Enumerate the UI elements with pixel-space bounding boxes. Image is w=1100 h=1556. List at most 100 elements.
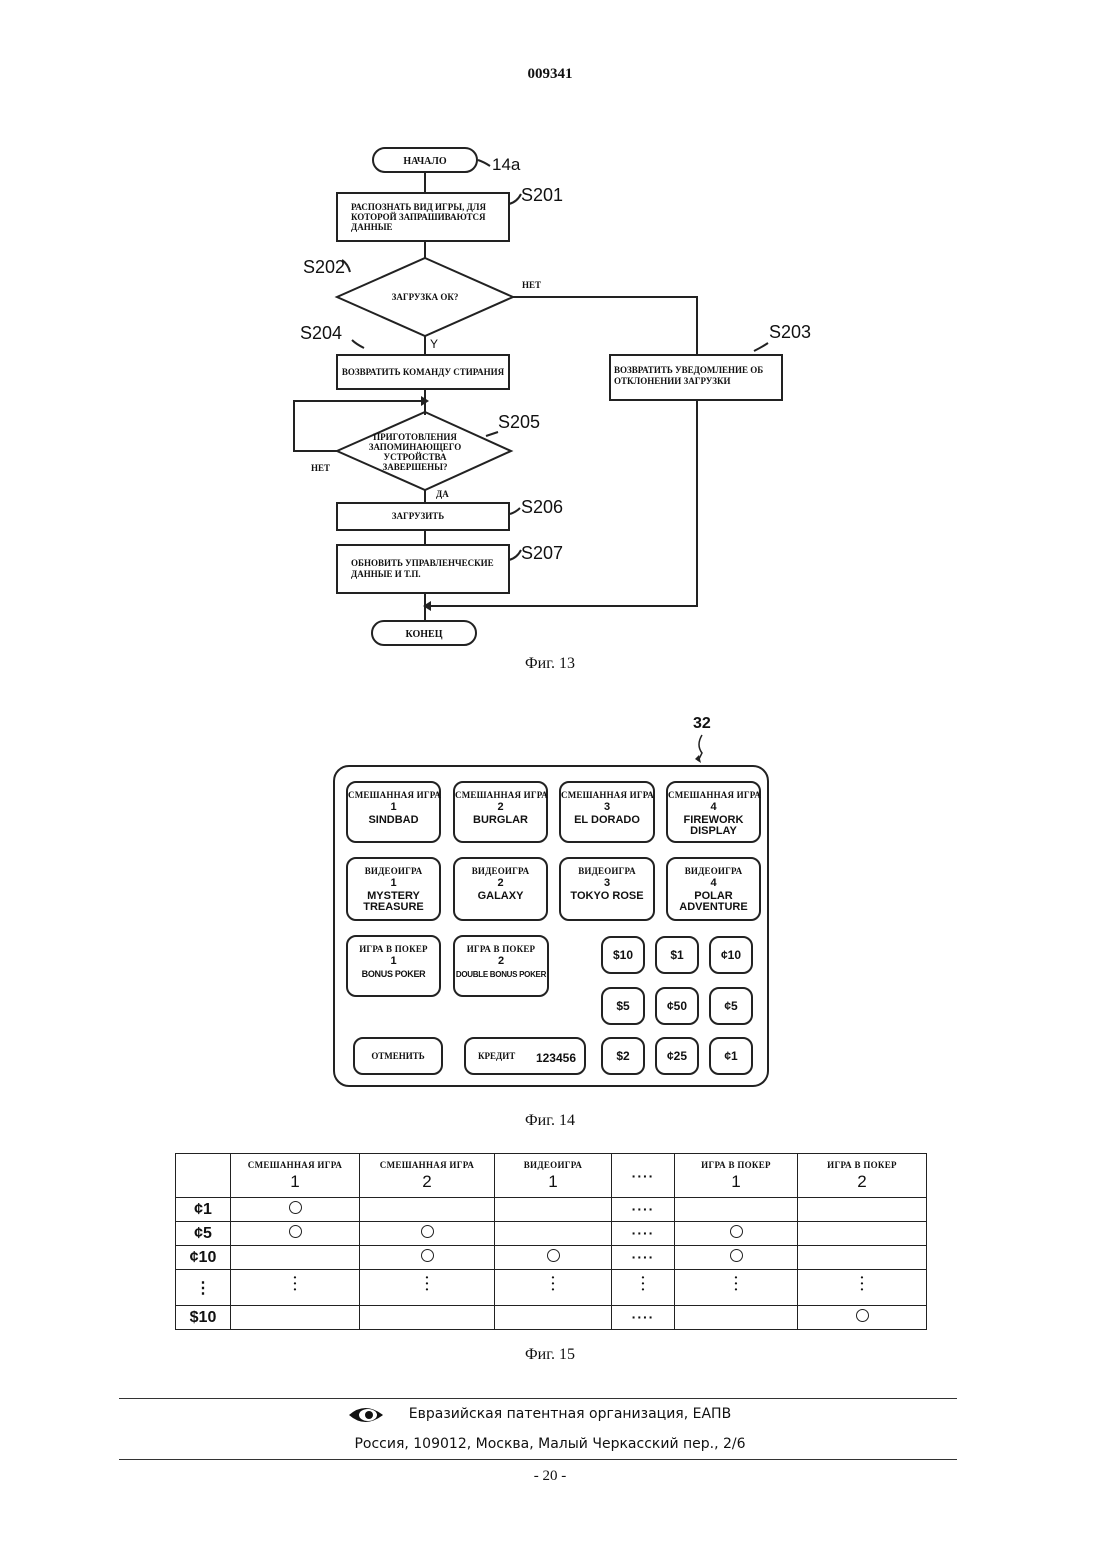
video-game-3-number: 3 [561,877,653,889]
denomination-button[interactable]: $5 [601,987,645,1025]
table-row: $10 ···· [176,1306,927,1330]
table-row: ¢1···· [176,1198,927,1222]
video-game-3-name: TOKYO ROSE [561,891,653,902]
table-cell: ···· [612,1246,675,1270]
header-number: 1 [495,1172,611,1192]
table-cell [495,1222,612,1246]
mixed-game-2-number: 2 [455,801,546,813]
denomination-button[interactable]: ¢10 [709,936,753,974]
poker-game-2-button[interactable]: ИГРА В ПОКЕР 2 DOUBLE BONUS POKER [453,935,549,997]
mixed-game-3-category: СМЕШАННАЯ ИГРА [561,790,653,800]
mixed-game-3-button[interactable]: СМЕШАННАЯ ИГРА 3 EL DORADO [559,781,655,843]
s205-text-line4: ЗАВЕРШЕНЫ? [383,462,448,472]
vertical-ellipsis-mark: ··· [860,1276,865,1294]
fig14-caption: Фиг. 14 [0,1112,1100,1130]
s202-text: ЗАГРУЗКА ОК? [392,292,459,302]
s203-label: S203 [769,322,811,342]
mixed-game-4-category: СМЕШАННАЯ ИГРА [668,790,759,800]
table-header-cell: ···· [612,1154,675,1198]
mixed-game-1-button[interactable]: СМЕШАННАЯ ИГРА 1 SINDBAD [346,781,441,843]
table-header-cell: СМЕШАННАЯ ИГРА1 [231,1154,360,1198]
video-game-2-category: ВИДЕОИГРА [455,866,546,876]
ellipsis-mark: ···· [632,1249,655,1265]
video-game-1-category: ВИДЕОИГРА [348,866,439,876]
table-cell [231,1222,360,1246]
availability-circle-icon [421,1249,434,1262]
poker-game-1-number: 1 [348,955,439,967]
footer-org: Евразийская патентная организация, ЕАПВ [0,1406,1100,1422]
header-category: ВИДЕОИГРА [495,1160,611,1170]
mixed-game-1-number: 1 [348,801,439,813]
mixed-game-4-name-line2: DISPLAY [668,826,759,837]
s205-text-line2: ЗАПОМИНАЮЩЕГО [369,442,462,452]
s207-label: S207 [521,543,563,563]
denomination-button[interactable]: $2 [601,1037,645,1075]
video-game-2-button[interactable]: ВИДЕОИГРА 2 GALAXY [453,857,548,921]
poker-game-1-name: BONUS POKER [348,969,439,980]
cancel-button[interactable]: ОТМЕНИТЬ [353,1037,443,1075]
table-cell [360,1198,495,1222]
header-number: 1 [675,1172,797,1192]
table-cell [675,1246,798,1270]
header-number: 1 [231,1172,359,1192]
table-body: ¢1····¢5····¢10····⋮··················$1… [176,1198,927,1330]
mixed-game-2-name: BURGLAR [455,815,546,826]
denomination-button[interactable]: ¢1 [709,1037,753,1075]
denomination-button[interactable]: $1 [655,936,699,974]
s206-label: S206 [521,497,563,517]
flowchart-fig13: НАЧАЛО 14a S201 РАСПОЗНАТЬ ВИД ИГРЫ, ДЛЯ… [0,0,1100,680]
s201-text-line1: РАСПОЗНАТЬ ВИД ИГРЫ, ДЛЯ [351,202,486,212]
video-game-1-button[interactable]: ВИДЕОИГРА 1 MYSTERY TREASURE [346,857,441,921]
start-label: НАЧАЛО [403,156,446,167]
ref-14a: 14a [492,155,521,174]
header-number: 2 [360,1172,494,1192]
s207-text-line1: ОБНОВИТЬ УПРАВЛЕНЧЕСКИЕ [351,558,494,568]
video-game-2-name: GALAXY [455,891,546,902]
table-cell: ··· [798,1270,927,1306]
video-game-3-button[interactable]: ВИДЕОИГРА 3 TOKYO ROSE [559,857,655,921]
table-header-cell: ИГРА В ПОКЕР1 [675,1154,798,1198]
availability-circle-icon [856,1309,869,1322]
mixed-game-3-name: EL DORADO [561,815,653,826]
table-cell [798,1198,927,1222]
denomination-button[interactable]: ¢25 [655,1037,699,1075]
s205-label: S205 [498,412,540,432]
s201-text-line3: ДАННЫЕ [351,222,393,232]
ellipsis-mark: ···· [632,1309,655,1325]
mixed-game-3-number: 3 [561,801,653,813]
s203-text-line2: ОТКЛОНЕНИИ ЗАГРУЗКИ [614,376,731,386]
denomination-button[interactable]: ¢5 [709,987,753,1025]
availability-circle-icon [421,1225,434,1238]
table-cell [360,1246,495,1270]
game-selection-panel: СМЕШАННАЯ ИГРА 1 SINDBAD СМЕШАННАЯ ИГРА … [333,765,769,1087]
s202-label: S202 [303,257,345,277]
s205-no: НЕТ [311,463,330,473]
mixed-game-1-category: СМЕШАННАЯ ИГРА [348,790,439,800]
denomination-button[interactable]: $10 [601,936,645,974]
fig15-caption: Фиг. 15 [0,1346,1100,1364]
video-game-4-button[interactable]: ВИДЕОИГРА 4 POLAR ADVENTURE [666,857,761,921]
mixed-game-2-button[interactable]: СМЕШАННАЯ ИГРА 2 BURGLAR [453,781,548,843]
s207-text-line2: ДАННЫЕ И Т.П. [351,569,421,579]
vertical-ellipsis-mark: ··· [641,1276,646,1294]
video-game-4-name-line2: ADVENTURE [668,902,759,913]
mixed-game-1-name: SINDBAD [348,815,439,826]
poker-game-1-category: ИГРА В ПОКЕР [348,944,439,954]
poker-game-1-button[interactable]: ИГРА В ПОКЕР 1 BONUS POKER [346,935,441,997]
fig13-caption: Фиг. 13 [0,655,1100,673]
denomination-button[interactable]: ¢50 [655,987,699,1025]
poker-game-2-name: DOUBLE BONUS POKER [455,969,547,980]
mixed-game-4-button[interactable]: СМЕШАННАЯ ИГРА 4 FIREWORK DISPLAY [666,781,761,843]
row-denomination-label: $10 [176,1306,231,1330]
table-cell [675,1222,798,1246]
s202-yes: Y [430,337,438,351]
row-denomination-label: ¢10 [176,1246,231,1270]
availability-circle-icon [289,1225,302,1238]
footer-address: Россия, 109012, Москва, Малый Черкасский… [0,1436,1100,1452]
table-cell [495,1198,612,1222]
s204-label: S204 [300,323,342,343]
ref-32: 32 [693,715,711,733]
vertical-ellipsis-mark: ··· [425,1276,430,1294]
availability-circle-icon [730,1249,743,1262]
table-cell [798,1306,927,1330]
